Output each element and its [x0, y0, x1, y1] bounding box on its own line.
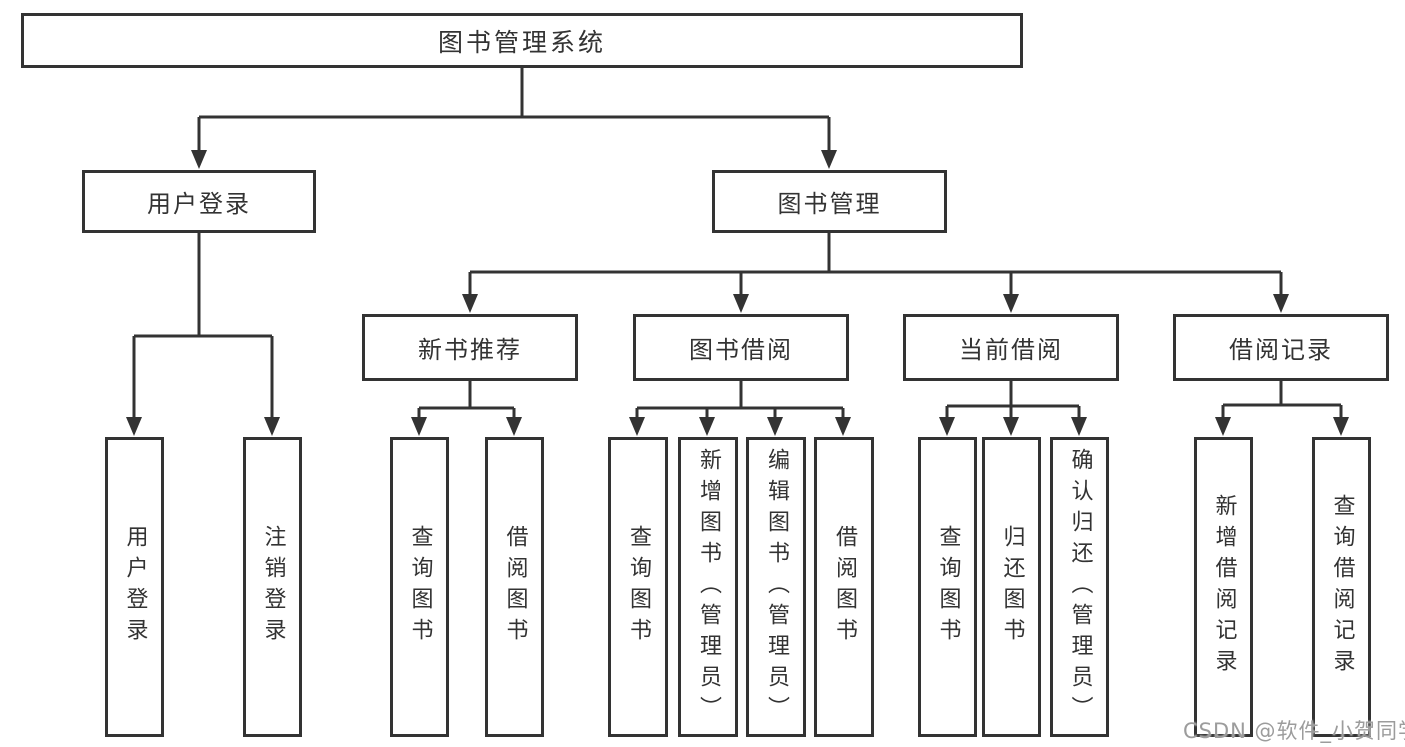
- node-book-mgmt: 图书管理: [712, 170, 947, 233]
- leaf-add-book-admin-label: 新增图书（管理员）: [696, 447, 721, 727]
- leaf-query-borrow-record: 查询借阅记录: [1312, 437, 1371, 737]
- leaf-add-borrow-record: 新增借阅记录: [1194, 437, 1253, 737]
- arrowheads-user-login-branch: [126, 417, 280, 436]
- arrowheads-current-borrow-branch: [939, 417, 1087, 436]
- leaf-query-borrow-record-label: 查询借阅记录: [1329, 494, 1355, 680]
- leaf-confirm-return-admin: 确认归还（管理员）: [1050, 437, 1109, 737]
- node-book-mgmt-label: 图书管理: [777, 190, 882, 218]
- leaf-return-book: 归还图书: [982, 437, 1041, 737]
- node-book-borrow: 图书借阅: [633, 314, 849, 381]
- connector-root-to-level2: [197, 68, 831, 152]
- node-borrow-record-label: 借阅记录: [1229, 336, 1333, 364]
- arrowheads-borrow-record-branch: [1215, 417, 1349, 436]
- leaf-query-book-borrow: 查询图书: [608, 437, 668, 737]
- connector-book-mgmt-branch: [468, 233, 1283, 296]
- leaf-query-book-newrec: 查询图书: [390, 437, 449, 737]
- leaf-edit-book-admin-label: 编辑图书（管理员）: [764, 447, 789, 727]
- node-new-book-rec-label: 新书推荐: [418, 336, 522, 364]
- node-current-borrow-label: 当前借阅: [959, 336, 1063, 364]
- leaf-user-login: 用户登录: [105, 437, 164, 737]
- connector-current-borrow-branch: [945, 381, 1081, 419]
- node-new-book-rec: 新书推荐: [362, 314, 578, 381]
- leaf-logout: 注销登录: [243, 437, 302, 737]
- arrowheads-book-mgmt-branch: [462, 294, 1289, 313]
- leaf-return-book-label: 归还图书: [999, 525, 1025, 649]
- arrowheads-new-book-rec-branch: [411, 417, 522, 436]
- leaf-borrow-book-borrow: 借阅图书: [814, 437, 874, 737]
- leaf-add-borrow-record-label: 新增借阅记录: [1211, 494, 1237, 680]
- leaf-logout-label: 注销登录: [260, 525, 286, 649]
- leaf-confirm-return-admin-label: 确认归还（管理员）: [1067, 447, 1093, 727]
- connector-book-borrow-branch: [635, 381, 845, 419]
- node-borrow-record: 借阅记录: [1173, 314, 1389, 381]
- leaf-user-login-label: 用户登录: [122, 525, 148, 649]
- leaf-edit-book-admin: 编辑图书（管理员）: [746, 437, 806, 737]
- node-book-borrow-label: 图书借阅: [689, 336, 793, 364]
- leaf-borrow-book-borrow-label: 借阅图书: [832, 525, 857, 649]
- connector-user-login-branch: [132, 233, 274, 419]
- csdn-watermark: CSDN @软件_小贺同学: [1183, 719, 1405, 743]
- node-current-borrow: 当前借阅: [903, 314, 1119, 381]
- node-root-system: 图书管理系统: [21, 13, 1023, 68]
- leaf-query-book-current: 查询图书: [918, 437, 977, 737]
- leaf-query-book-newrec-label: 查询图书: [407, 525, 433, 649]
- arrowheads-level2: [191, 150, 837, 169]
- leaf-add-book-admin: 新增图书（管理员）: [678, 437, 738, 737]
- node-user-login-label: 用户登录: [147, 190, 251, 218]
- leaf-borrow-book-newrec: 借阅图书: [485, 437, 544, 737]
- connector-borrow-record-branch: [1221, 381, 1343, 419]
- leaf-query-book-borrow-label: 查询图书: [626, 525, 651, 649]
- leaf-query-book-current-label: 查询图书: [935, 525, 961, 649]
- leaf-borrow-book-newrec-label: 借阅图书: [502, 525, 528, 649]
- connector-new-book-rec-branch: [417, 381, 516, 419]
- node-root-label: 图书管理系统: [437, 27, 606, 57]
- node-user-login: 用户登录: [82, 170, 316, 233]
- arrowheads-book-borrow-branch: [629, 417, 851, 436]
